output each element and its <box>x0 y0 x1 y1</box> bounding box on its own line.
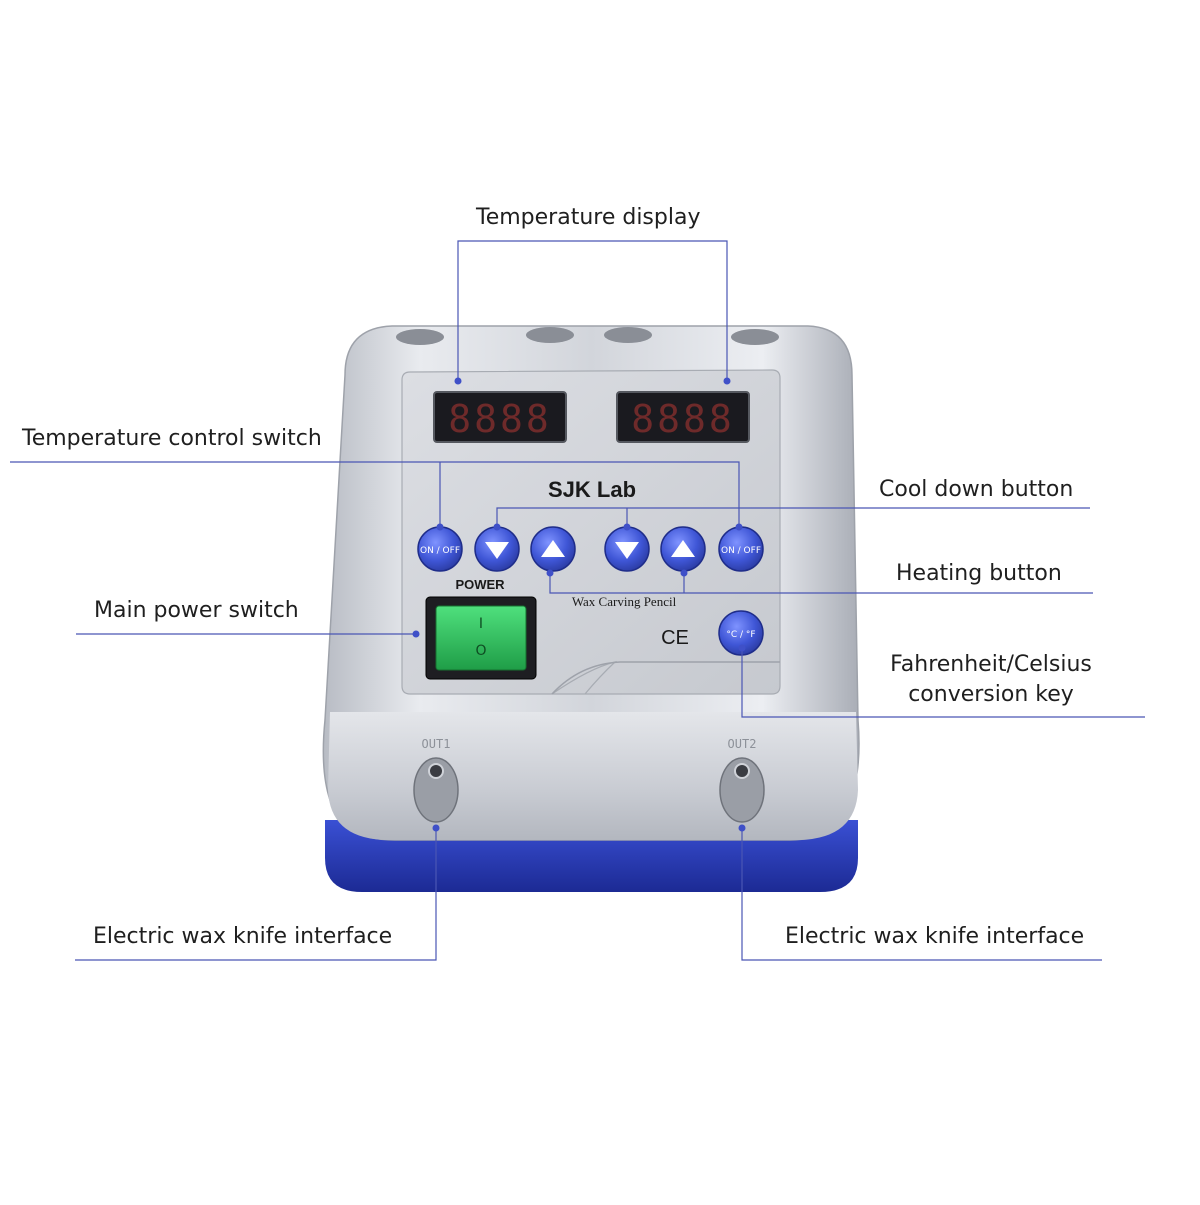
out2-socket[interactable] <box>719 757 765 823</box>
panel-notch <box>551 661 780 695</box>
temperature-control-switch-callout: Temperature control switch <box>22 426 322 451</box>
leader-dot <box>623 523 631 531</box>
power-switch-off-mark: O <box>475 643 486 659</box>
out2-socket-pin <box>734 763 750 779</box>
power-switch-on-mark: I <box>479 616 483 632</box>
wax-knife-left-leader <box>75 828 437 961</box>
wax-carving-pencil-label: Wax Carving Pencil <box>572 594 677 609</box>
leader-dot <box>680 569 688 577</box>
out1-label: OUT1 <box>422 737 451 751</box>
right-temperature-display <box>616 391 750 443</box>
out1-socket[interactable] <box>413 757 459 823</box>
leader-dot <box>454 377 462 385</box>
up-arrow-icon <box>541 540 565 557</box>
out1-socket-pin <box>428 763 444 779</box>
top-hole <box>526 327 574 343</box>
leader-dot <box>546 569 554 577</box>
temperature-display-callout: Temperature display <box>476 205 701 230</box>
left-on-off-label: ON / OFF <box>420 546 460 556</box>
leader-dots <box>412 377 746 832</box>
wax-knife-interface-right-callout: Electric wax knife interface <box>785 924 1085 949</box>
wax-knife-right-leader <box>741 828 1102 961</box>
power-switch-rocker[interactable] <box>435 605 527 671</box>
top-hole <box>604 327 652 343</box>
device-front <box>328 712 858 840</box>
top-holes <box>396 327 779 345</box>
leader-dot <box>493 523 501 531</box>
leader-dot <box>436 523 444 531</box>
temperature-display-leader <box>457 240 728 380</box>
up-arrow-icon <box>671 540 695 557</box>
left-display-digits: 8888 <box>448 397 552 441</box>
leader-lines <box>10 240 1145 961</box>
brand-label: SJK Lab <box>548 477 636 502</box>
leader-dot <box>735 523 743 531</box>
leader-dot <box>723 377 731 385</box>
right-display-digits: 8888 <box>631 397 735 441</box>
leader-dot <box>738 824 746 832</box>
right-on-off-label: ON / OFF <box>721 546 761 556</box>
power-label: POWER <box>455 577 505 592</box>
down-arrow-icon <box>615 542 639 559</box>
top-hole <box>731 329 779 345</box>
unit-key-callout-line2: conversion key <box>908 682 1074 707</box>
leader-dot <box>412 630 420 638</box>
heating-button-callout: Heating button <box>896 561 1062 586</box>
unit-conversion-label: °C / °F <box>726 630 755 640</box>
cool-down-button-callout: Cool down button <box>879 477 1074 502</box>
left-temperature-display <box>433 391 567 443</box>
top-hole <box>396 329 444 345</box>
leader-dot <box>432 824 440 832</box>
unit-key-callout-line1: Fahrenheit/Celsius <box>890 652 1092 677</box>
unit-conversion-button[interactable] <box>718 610 764 656</box>
down-arrow-icon <box>485 542 509 559</box>
button-row: ON / OFF ON / OFF <box>417 526 764 572</box>
cool-down-leader <box>496 507 1090 528</box>
out2-label: OUT2 <box>728 737 757 751</box>
wax-knife-interface-left-callout: Electric wax knife interface <box>93 924 393 949</box>
leader-dot <box>738 644 746 652</box>
temperature-control-leader <box>10 461 740 528</box>
main-power-switch-callout: Main power switch <box>94 598 299 623</box>
ce-mark: CE <box>661 627 689 649</box>
unit-key-leader <box>741 648 1145 718</box>
heating-leader <box>549 572 1093 594</box>
